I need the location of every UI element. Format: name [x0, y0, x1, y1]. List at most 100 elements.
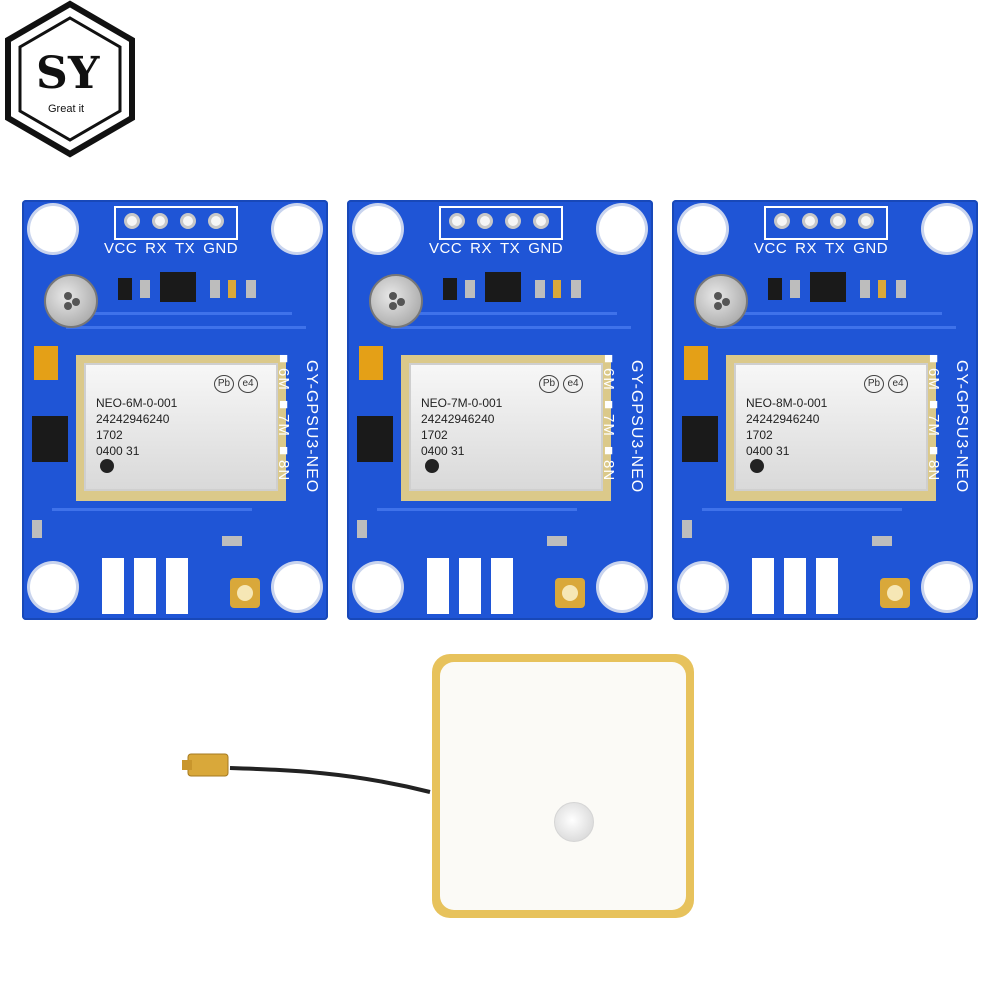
pb-free-icon: Pb: [214, 375, 234, 393]
edge-pad: [134, 558, 156, 614]
resistor: [571, 280, 581, 298]
trace: [702, 508, 902, 511]
mount-hole: [680, 206, 726, 252]
module-serial: 24242946240: [96, 412, 170, 426]
led: [228, 280, 236, 298]
pin: [124, 213, 140, 229]
board-name-label: GY-GPSU3-NEO: [303, 360, 320, 494]
battery-dot: [64, 302, 72, 310]
pin: [858, 213, 874, 229]
resistor: [790, 280, 800, 298]
logo-tagline: Great it: [48, 103, 84, 115]
battery-dot: [714, 302, 722, 310]
edge-pad: [491, 558, 513, 614]
pin-label-vcc: VCC: [429, 240, 463, 257]
mount-hole: [274, 564, 320, 610]
pin: [505, 213, 521, 229]
eeprom-chip: [32, 416, 68, 462]
pin-label-rx: RX: [795, 240, 818, 257]
edge-pad: [784, 558, 806, 614]
resistor: [465, 280, 475, 298]
module-serial: 24242946240: [746, 412, 820, 426]
edge-pad: [752, 558, 774, 614]
module-serial: 24242946240: [421, 412, 495, 426]
resistor: [872, 536, 892, 546]
e4-mark-icon: e4: [238, 375, 258, 393]
regulator-chip: [810, 272, 846, 302]
pin: [774, 213, 790, 229]
battery-dot: [397, 298, 405, 306]
mount-hole: [680, 564, 726, 610]
pin: [830, 213, 846, 229]
eeprom-chip: [357, 416, 393, 462]
variant-label: ■6M ■7M ■8N: [925, 350, 942, 482]
pb-free-icon: Pb: [539, 375, 559, 393]
module-code: 0400 31: [746, 444, 790, 458]
resistor: [246, 280, 256, 298]
pin-header: [764, 206, 888, 240]
antenna-cable: [180, 740, 440, 800]
trace: [742, 312, 942, 315]
antenna-feed-point: [554, 802, 594, 842]
module-date: 1702: [421, 428, 448, 442]
mount-hole: [30, 206, 76, 252]
gps-module-shield: Pb e4 NEO-7M-0-001 24242946240 1702 0400…: [409, 363, 603, 491]
battery-dot: [72, 298, 80, 306]
backup-battery: [694, 274, 748, 328]
battery-dot: [722, 298, 730, 306]
tantalum-capacitor: [34, 346, 58, 380]
pin-label-tx: TX: [825, 240, 846, 257]
resistor: [222, 536, 242, 546]
trace: [377, 508, 577, 511]
brand-logo: S Y Great it: [0, 0, 140, 160]
module-model: NEO-6M-0-001: [96, 396, 178, 410]
backup-battery: [44, 274, 98, 328]
diode: [768, 278, 782, 300]
trace: [417, 312, 617, 315]
pin-label-vcc: VCC: [754, 240, 788, 257]
gps-board-2: VCC RX TX GND Pb e4 NEO-7M-0-001 2424294…: [347, 200, 653, 620]
pin-label-rx: RX: [470, 240, 493, 257]
mount-hole: [599, 206, 645, 252]
pb-free-icon: Pb: [864, 375, 884, 393]
led: [553, 280, 561, 298]
gps-module-shield: Pb e4 NEO-6M-0-001 24242946240 1702 0400…: [84, 363, 278, 491]
mount-hole: [30, 564, 76, 610]
e4-mark-icon: e4: [888, 375, 908, 393]
diode: [443, 278, 457, 300]
pin-label-tx: TX: [500, 240, 521, 257]
pin: [802, 213, 818, 229]
pin-header: [114, 206, 238, 240]
e4-mark-icon: e4: [563, 375, 583, 393]
sy-hexagon-logo-icon: S Y Great it: [5, 0, 135, 158]
logo-letter-s: S: [36, 48, 68, 99]
trace: [66, 326, 306, 329]
variant-label: ■6M ■7M ■8N: [600, 350, 617, 482]
pin-labels: VCC RX TX GND: [754, 240, 888, 257]
edge-pad: [166, 558, 188, 614]
trace: [716, 326, 956, 329]
edge-pad: [459, 558, 481, 614]
pin-labels: VCC RX TX GND: [104, 240, 238, 257]
resistor: [140, 280, 150, 298]
led: [878, 280, 886, 298]
ufl-connector: [880, 578, 910, 608]
pin-header: [439, 206, 563, 240]
pin-label-gnd: GND: [853, 240, 889, 257]
pin: [533, 213, 549, 229]
pin1-dot: [100, 459, 114, 473]
resistor: [535, 280, 545, 298]
pin: [180, 213, 196, 229]
mount-hole: [924, 206, 970, 252]
edge-pad: [816, 558, 838, 614]
pin-label-rx: RX: [145, 240, 168, 257]
regulator-chip: [485, 272, 521, 302]
patch-antenna: [432, 654, 694, 918]
pin: [208, 213, 224, 229]
module-date: 1702: [96, 428, 123, 442]
trace: [92, 312, 292, 315]
trace: [391, 326, 631, 329]
battery-dot: [389, 292, 397, 300]
diode: [118, 278, 132, 300]
pin1-dot: [750, 459, 764, 473]
